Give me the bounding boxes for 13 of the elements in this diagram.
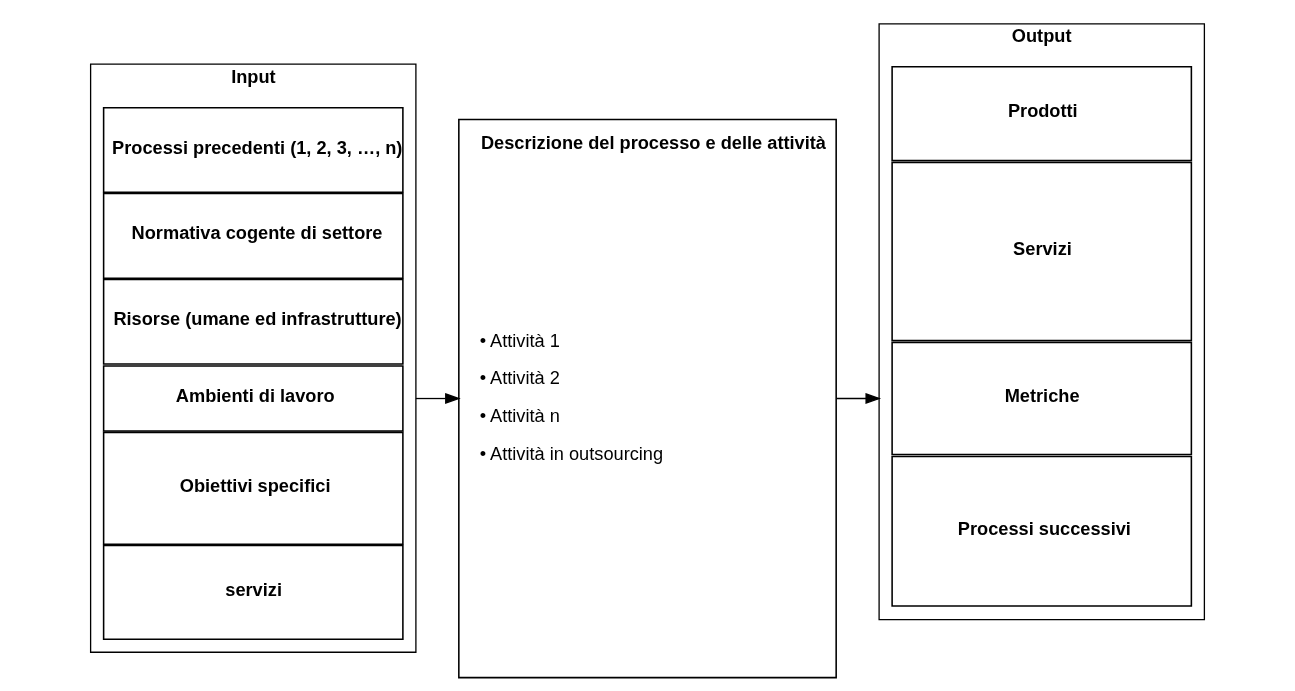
node-box: Metriche [891, 341, 1193, 456]
node-box: Processi successivi [891, 455, 1193, 607]
node-box: Ambienti di lavoro [102, 365, 404, 432]
node-box: servizi [102, 544, 404, 640]
node-box: Processi precedenti (1, 2, 3, …, n) [102, 106, 404, 194]
arrow [835, 393, 882, 404]
node-box: Servizi [891, 161, 1193, 342]
node-box: Normativa cogente di settore [102, 192, 404, 279]
node-box: Prodotti [891, 65, 1193, 162]
node-box: Risorse (umane ed infrastrutture) [102, 278, 404, 365]
arrow [415, 393, 461, 404]
node-box: Descrizione del processo e delle attività • Attività 1 • Attività 2 • Attività n • Attività in outsourcing [458, 118, 837, 679]
node-box: Obiettivi specifici [102, 431, 404, 546]
